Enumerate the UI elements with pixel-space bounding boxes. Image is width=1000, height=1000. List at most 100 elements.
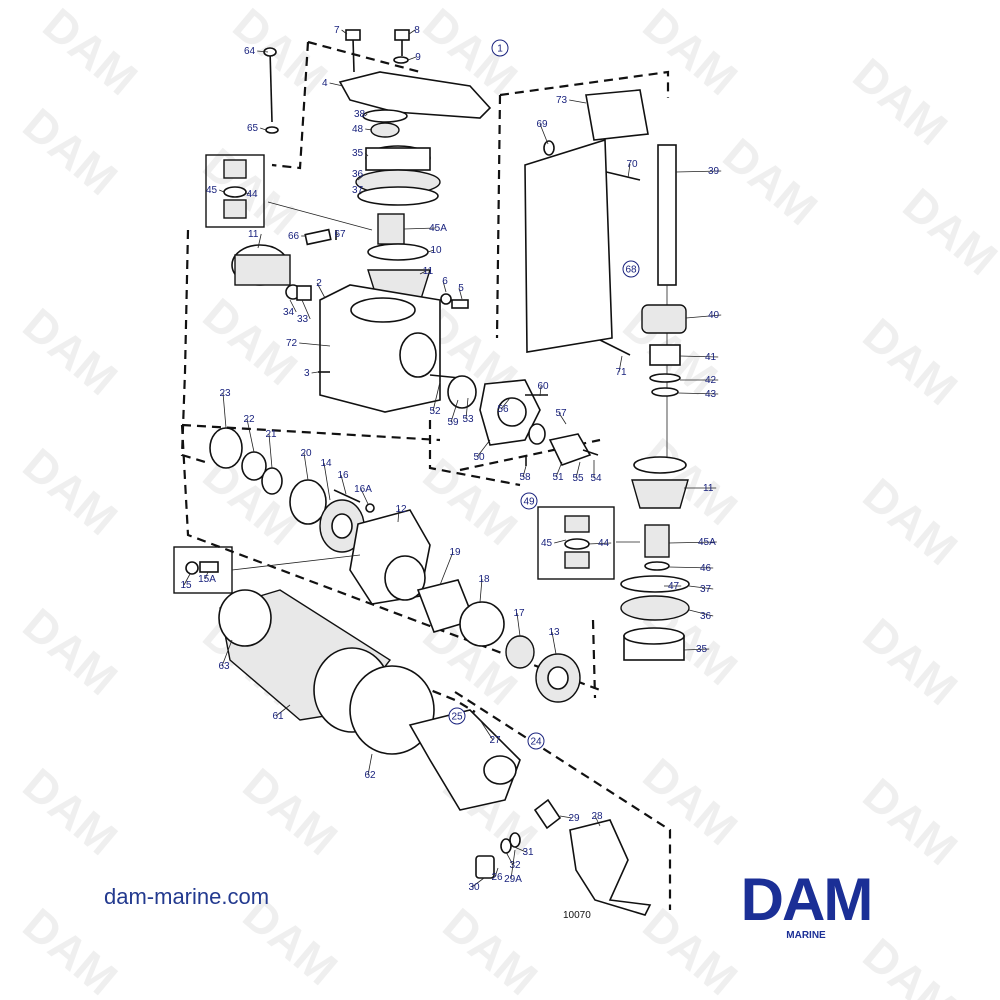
callout-label-2: 2	[316, 278, 322, 289]
callout-label-10: 10	[430, 245, 442, 256]
leader-line	[183, 573, 191, 586]
leader-line	[685, 314, 722, 319]
leader-line	[408, 29, 416, 35]
callout-label-16: 16	[337, 470, 349, 481]
leader-line	[450, 399, 459, 423]
leader-line	[555, 461, 563, 478]
leader-line	[219, 189, 225, 193]
callout-label-62: 62	[364, 770, 376, 781]
callout-label-45b: 45	[541, 538, 553, 549]
leader-line	[323, 462, 331, 501]
leader-line	[510, 849, 516, 880]
callout-label-11a: 11	[248, 229, 259, 240]
leader-line	[311, 371, 319, 374]
callout-label-17: 17	[513, 608, 525, 619]
website-link[interactable]: dam-marine.com	[104, 884, 270, 909]
leader-line	[245, 192, 251, 195]
callout-label-13: 13	[548, 627, 560, 638]
callout-label-32: 32	[509, 860, 521, 871]
callout-label-5: 5	[458, 283, 464, 294]
leader-line	[594, 815, 601, 827]
leader-line	[675, 170, 722, 173]
callout-label-33: 33	[297, 314, 309, 325]
leader-line	[403, 227, 437, 230]
leader-line	[500, 397, 511, 410]
leader-line	[554, 539, 567, 544]
brand-logo: DAM	[740, 866, 874, 933]
leader-line	[505, 851, 514, 866]
callout-label-41: 41	[705, 352, 717, 363]
leader-line	[618, 355, 623, 373]
callout-label-6: 6	[442, 276, 448, 287]
watermark-text: DAM	[854, 308, 968, 415]
callout-label-29A: 29A	[504, 874, 522, 885]
leader-line	[221, 639, 233, 667]
callout-label-18: 18	[478, 574, 490, 585]
watermark-text: DAM	[234, 758, 348, 865]
callout-label-55: 55	[572, 473, 584, 484]
callout-label-15: 15	[180, 580, 192, 591]
watermark-text: DAM	[14, 298, 128, 405]
watermark-text: DAM	[414, 448, 528, 555]
leader-line	[260, 127, 267, 131]
leader-line	[360, 488, 369, 505]
callout-label-43: 43	[705, 389, 717, 400]
watermark-text: DAM	[34, 0, 148, 105]
leader-line	[575, 461, 581, 479]
leader-line	[359, 189, 366, 195]
callout-label-39: 39	[708, 166, 720, 177]
callout-label-63: 63	[218, 661, 230, 672]
leader-line	[341, 29, 348, 35]
watermark-text: DAM	[434, 898, 548, 1000]
callout-label-42: 42	[705, 375, 717, 386]
leader-line	[419, 270, 427, 275]
watermark-text: DAM	[14, 98, 128, 205]
leader-line	[677, 392, 719, 395]
leader-line	[303, 452, 309, 481]
leader-line	[367, 753, 373, 776]
callout-label-22: 22	[243, 414, 255, 425]
callout-label-11b: 11	[423, 266, 434, 277]
watermark-text: DAM	[14, 438, 128, 545]
watermark-text: DAM	[894, 178, 1000, 285]
leader-line	[275, 704, 291, 717]
leader-line	[516, 612, 521, 637]
group-marker: 1	[491, 39, 509, 57]
leader-line	[340, 474, 347, 495]
leader-line	[551, 631, 557, 655]
leader-line	[397, 508, 400, 523]
leader-line	[357, 173, 366, 181]
leader-line	[688, 585, 714, 590]
callout-label-35a: 35	[352, 148, 364, 159]
callout-label-37a: 37	[352, 185, 364, 196]
callout-label-44a: 44	[246, 189, 258, 200]
callout-label-61: 61	[272, 711, 284, 722]
leader-line	[539, 385, 542, 397]
watermark-text: DAM	[854, 608, 968, 715]
callout-label-40: 40	[708, 310, 720, 321]
leader-line	[222, 392, 227, 429]
leader-line	[257, 233, 262, 249]
callout-label-31: 31	[522, 847, 534, 858]
callout-label-71: 71	[615, 367, 627, 378]
leader-line	[479, 578, 483, 603]
watermark-text: DAM	[714, 128, 828, 235]
callout-label-20: 20	[300, 448, 312, 459]
leader-line	[679, 355, 719, 358]
callout-label-67: 67	[334, 229, 346, 240]
callout-label-27: 27	[489, 735, 501, 746]
callout-label-26: 26	[491, 872, 503, 883]
group-marker: 25	[448, 707, 466, 725]
leader-line	[407, 56, 417, 61]
leader-line	[476, 439, 491, 458]
leader-line	[465, 397, 469, 420]
leader-line	[668, 566, 714, 569]
leader-line	[569, 99, 587, 104]
svg-text:1: 1	[497, 44, 503, 55]
group-marker: 49	[520, 492, 538, 510]
leader-line	[683, 648, 710, 651]
watermark-text: DAM	[854, 468, 968, 575]
callout-label-64: 64	[244, 46, 256, 57]
leader-line	[458, 287, 463, 300]
callout-label-14: 14	[320, 458, 332, 469]
